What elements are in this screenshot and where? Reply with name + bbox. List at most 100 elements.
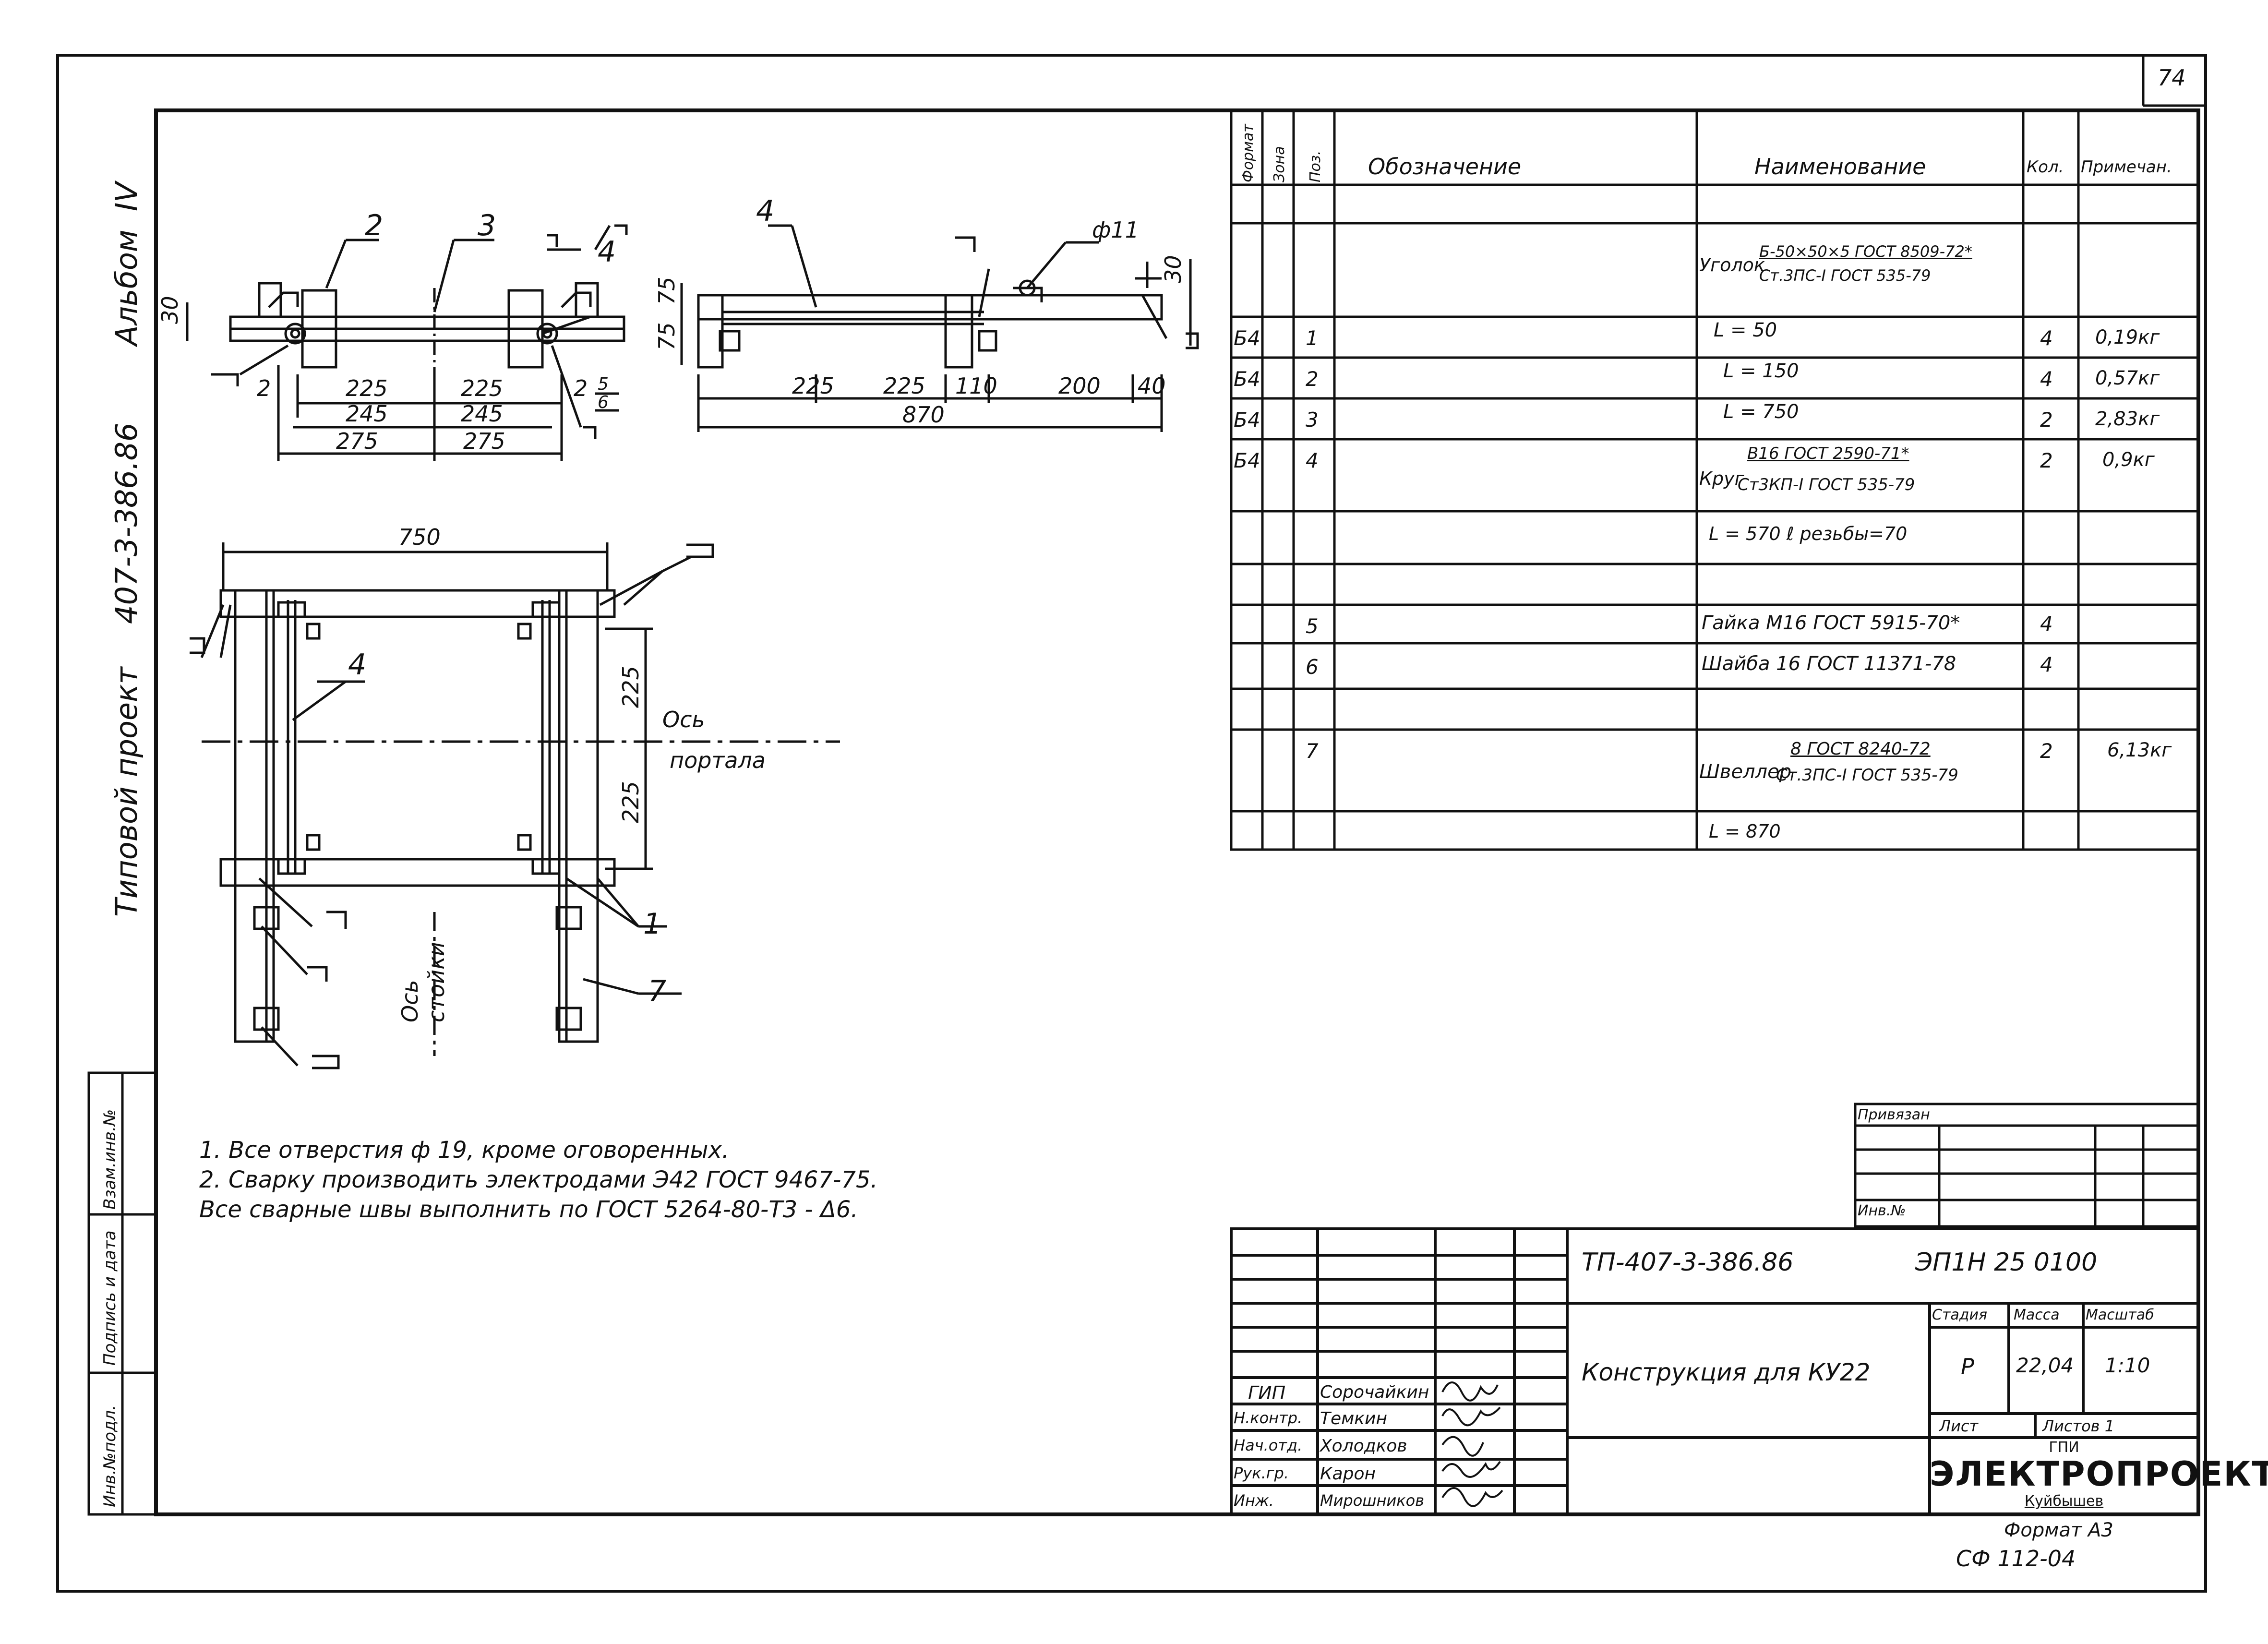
privyazan-label: Привязан: [1858, 1106, 1930, 1123]
title-block-grid: [1230, 1227, 2200, 1516]
signatures: [1441, 1381, 1503, 1507]
row4-pos: 4: [1306, 449, 1319, 472]
callout-2: 2: [365, 209, 383, 242]
row4-bottom: Ст3КП-I ГОСТ 535-79: [1738, 475, 1915, 494]
role-1: Н.контр.: [1234, 1409, 1303, 1427]
row3-pos: 3: [1306, 408, 1319, 432]
row8-pos: 7: [1306, 739, 1319, 763]
spec-header-rotated: Формат Зона Поз.: [1240, 123, 1324, 182]
row1-name: L = 50: [1714, 319, 1777, 341]
dim-225-d: 225: [883, 373, 925, 399]
row4-top: В16 ГОСТ 2590-71*: [1747, 444, 1909, 463]
callout-7: 7: [648, 974, 666, 1008]
stamp-vzam: Взам.инв.№: [100, 1109, 120, 1210]
hdr-format: Формат: [1240, 123, 1257, 182]
tb-stage: Р: [1961, 1354, 1974, 1380]
dim-6: 6: [598, 393, 609, 412]
row3-format: Б4: [1234, 408, 1260, 432]
spec-table-grid: [1230, 109, 2200, 851]
note-1: 1. Все отверстия ф 19, кроме оговоренных…: [199, 1137, 730, 1164]
dim-75-a: 75: [654, 276, 680, 305]
dim-110: 110: [955, 373, 997, 399]
role-3: Рук.гр.: [1234, 1464, 1289, 1482]
callout-4-plan: 4: [348, 648, 366, 682]
dim-40: 40: [1138, 373, 1166, 399]
album-label: Альбом: [109, 229, 144, 348]
row4-prefix: Круг: [1699, 468, 1744, 489]
hdr-qty: Кол.: [2027, 157, 2064, 177]
row1-format: Б4: [1234, 326, 1260, 350]
tb-doc-code: ЭП1Н 25 0100: [1915, 1248, 2098, 1277]
dim-30-right: 30: [1160, 255, 1186, 283]
tb-mass: 22,04: [2016, 1354, 2074, 1377]
row2-pos: 2: [1306, 367, 1319, 391]
dim-75-b: 75: [654, 322, 680, 350]
row1-note: 0,19кг: [2095, 326, 2160, 348]
row9-name: L = 870: [1709, 821, 1781, 842]
row8-top: 8 ГОСТ 8240-72: [1790, 739, 1931, 759]
dim-275-b: 275: [463, 428, 505, 454]
callout-3: 3: [478, 209, 496, 242]
row4-format: Б4: [1234, 449, 1260, 472]
axis-portal-1: Ось: [662, 707, 705, 732]
axis-stand-1: Ось: [397, 980, 423, 1022]
hdr-pos: Поз.: [1307, 151, 1324, 182]
callout-4-right: 4: [756, 194, 774, 228]
row2-qty: 4: [2040, 367, 2053, 391]
dim-225-a: 225: [346, 375, 388, 401]
dim-275-a: 275: [336, 428, 378, 454]
project-code: 407-3-386.86: [109, 423, 144, 624]
hdr-name: Наименование: [1754, 154, 1926, 180]
row2-name: L = 150: [1723, 360, 1799, 382]
outer-frame: [56, 54, 2207, 1593]
row8-qty: 2: [2040, 739, 2053, 763]
hole-label: ф11: [1092, 217, 1139, 243]
row3-note: 2,83кг: [2095, 408, 2160, 430]
tb-scale: 1:10: [2105, 1354, 2150, 1377]
row3-name: L = 750: [1723, 401, 1799, 423]
hdr-zone: Зона: [1271, 146, 1288, 182]
hdr-note: Примечан.: [2081, 157, 2172, 177]
row8-note: 6,13кг: [2107, 739, 2172, 761]
note-2: 2. Сварку производить электродами Э42 ГО…: [199, 1166, 878, 1193]
row1-pos: 1: [1306, 326, 1319, 350]
side-stamp: [87, 1071, 157, 1516]
name-3: Карон: [1320, 1464, 1376, 1484]
tb-org-city: Куйбышев: [2024, 1493, 2104, 1510]
tb-sheets-label: Листов 1: [2042, 1417, 2115, 1435]
row6-name: Гайка М16 ГОСТ 5915-70*: [1702, 612, 1960, 634]
dim-30-left: 30: [157, 296, 183, 324]
top-right-view: [680, 224, 1199, 432]
row6-pos: 5: [1306, 614, 1319, 638]
row7-qty: 4: [2040, 653, 2053, 676]
row0-top: Б-50×50×5 ГОСТ 8509-72*: [1759, 242, 1972, 261]
drawing-annotations: 2 3 4 30 2 225 225 2 5 6 245 245 275 275…: [157, 194, 1186, 1022]
sheet-number: 74: [2158, 65, 2186, 91]
project-label: Типовой проект: [109, 666, 144, 917]
dim-870: 870: [902, 402, 945, 428]
row7-name: Шайба 16 ГОСТ 11371-78: [1702, 653, 1956, 675]
format-label: Формат А3: [2004, 1519, 2113, 1541]
tb-sheet-label: Лист: [1939, 1417, 1979, 1435]
tb-title: Конструкция для КУ22: [1582, 1358, 1871, 1386]
tb-scale-label: Масштаб: [2086, 1307, 2154, 1323]
row4-qty: 2: [2040, 449, 2053, 472]
name-2: Холодков: [1320, 1436, 1407, 1456]
axis-portal-2: портала: [670, 747, 766, 773]
plan-view: [190, 542, 840, 1069]
dim-245-b: 245: [461, 401, 503, 427]
tb-mass-label: Масса: [2014, 1307, 2060, 1323]
row2-format: Б4: [1234, 367, 1260, 391]
row6-qty: 4: [2040, 612, 2053, 636]
row7-pos: 6: [1306, 655, 1319, 679]
row1-qty: 4: [2040, 326, 2053, 350]
privyazan-grid: [1854, 1103, 2200, 1228]
inv-label: Инв.№: [1858, 1202, 1906, 1219]
callout-4-left: 4: [598, 235, 616, 269]
dim-750: 750: [398, 524, 441, 550]
role-0: ГИП: [1248, 1382, 1286, 1404]
row3-qty: 2: [2040, 408, 2053, 432]
callout-1: 1: [643, 907, 661, 941]
dim-5: 5: [598, 374, 609, 394]
